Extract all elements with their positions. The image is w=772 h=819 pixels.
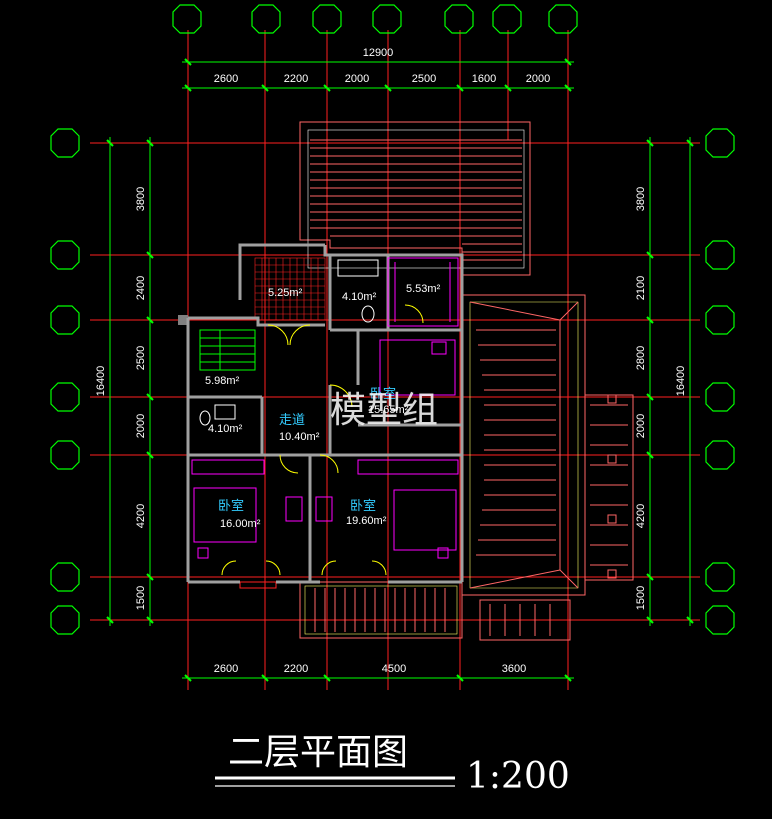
drawing-title: 二层平面图 (228, 732, 408, 773)
dim-right-1: 3800 (635, 187, 647, 211)
dim-top-2: 2200 (284, 73, 308, 85)
axis-bubbles (50, 4, 735, 635)
axis-bubble-left-3 (50, 305, 80, 335)
bedroom-left-name: 卧室 (218, 498, 244, 514)
axis-bubble-top-1 (172, 4, 202, 34)
closet-area: 5.53m² (406, 283, 441, 295)
axis-bubble-top-5 (444, 4, 474, 34)
axis-bubble-right-3 (705, 305, 735, 335)
roof-top (299, 121, 531, 276)
watermark: 模型组 (330, 390, 438, 431)
dim-left-6: 1500 (135, 586, 147, 610)
dim-bottom-4: 3600 (502, 663, 526, 675)
axis-bubble-top-3 (312, 4, 342, 34)
stair-area: 5.98m² (205, 375, 240, 387)
dim-left-4: 2000 (135, 414, 147, 438)
bath-left-area: 4.10m² (208, 423, 243, 435)
axis-bubble-right-6 (705, 562, 735, 592)
drawing-scale: 1:200 (466, 756, 570, 797)
axis-bubble-left-1 (50, 128, 80, 158)
bedroom-left-area: 16.00m² (220, 518, 261, 530)
dimension-ticks (106, 58, 694, 682)
dim-top-4: 2500 (412, 73, 436, 85)
dim-left-total: 16400 (95, 366, 107, 397)
terrace-hatch (254, 257, 326, 321)
corridor-name: 走道 (279, 413, 305, 428)
bedroom-mid-area: 15.65m² (368, 404, 409, 416)
axis-bubble-left-6 (50, 562, 80, 592)
dim-top-5: 1600 (472, 73, 496, 85)
dimension-lines (109, 61, 691, 679)
axis-bubble-left-4 (50, 382, 80, 412)
room-labels: 5.25m² 4.10m² 5.53m² 5.98m² 4.10m² 走道 10… (205, 283, 441, 530)
corridor-area: 10.40m² (279, 431, 320, 443)
dim-right-3: 2800 (635, 346, 647, 370)
dim-bottom-3: 4500 (382, 663, 406, 675)
dim-left-5: 4200 (135, 504, 147, 528)
roof-right (461, 294, 586, 596)
dim-left-2: 2400 (135, 276, 147, 300)
axis-bubble-top-7 (548, 4, 578, 34)
dim-right-4: 2000 (635, 414, 647, 438)
axis-bubble-right-1 (705, 128, 735, 158)
axis-bubble-left-2 (50, 240, 80, 270)
furniture (191, 257, 459, 559)
dim-right-6: 1500 (635, 586, 647, 610)
axis-bubble-top-4 (372, 4, 402, 34)
terrace-area: 5.25m² (268, 287, 303, 299)
bedroom-right-name: 卧室 (350, 498, 376, 514)
axis-bubble-right-2 (705, 240, 735, 270)
dim-right-total: 16400 (675, 366, 687, 397)
doors (221, 304, 424, 576)
dimension-labels: 12900 2600 2200 2000 2500 1600 2000 2600… (95, 47, 687, 675)
bath-fixtures (199, 259, 379, 426)
dim-top-total: 12900 (363, 47, 394, 59)
dim-right-2: 2100 (635, 276, 647, 300)
axis-bubble-top-6 (492, 4, 522, 34)
dim-bottom-2: 2200 (284, 663, 308, 675)
pergola (584, 394, 634, 581)
axis-bubble-right-7 (705, 605, 735, 635)
dim-left-1: 3800 (135, 187, 147, 211)
bedroom-mid-name: 卧室 (370, 386, 396, 402)
balcony-bottom (239, 581, 571, 641)
walls (178, 243, 464, 584)
dim-top-6: 2000 (526, 73, 550, 85)
axis-bubble-left-7 (50, 605, 80, 635)
dim-right-5: 4200 (635, 504, 647, 528)
dim-top-1: 2600 (214, 73, 238, 85)
dim-top-3: 2000 (345, 73, 369, 85)
dim-left-3: 2500 (135, 346, 147, 370)
axis-bubble-top-2 (251, 4, 281, 34)
bedroom-right-area: 19.60m² (346, 515, 387, 527)
stairs (199, 329, 256, 371)
axis-bubble-left-5 (50, 440, 80, 470)
axis-bubble-right-5 (705, 440, 735, 470)
dim-bottom-1: 2600 (214, 663, 238, 675)
axis-bubble-right-4 (705, 382, 735, 412)
bath-top-area: 4.10m² (342, 291, 377, 303)
